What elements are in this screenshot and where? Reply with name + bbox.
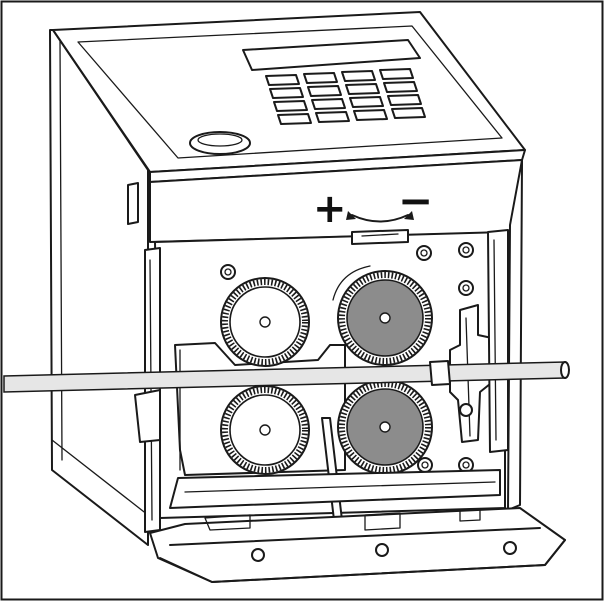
- keypad-key: [311, 98, 346, 110]
- screws: [220, 242, 474, 473]
- drive-roller: [337, 379, 433, 475]
- keypad-key: [345, 83, 380, 95]
- keypad: [265, 68, 426, 125]
- roller-group: [220, 265, 433, 475]
- keypad-key: [379, 68, 414, 80]
- keypad-key: [273, 100, 308, 112]
- keypad-key: [341, 70, 376, 82]
- minus-label: −: [398, 176, 433, 225]
- plus-label: +: [313, 186, 347, 232]
- keypad-key: [353, 109, 388, 121]
- tension-adjuster: + −: [313, 176, 433, 245]
- idle-roller: [220, 277, 310, 367]
- front-tray: [149, 469, 566, 583]
- drive-roller: [337, 270, 433, 366]
- wire: [3, 360, 570, 393]
- keypad-key: [387, 94, 422, 106]
- keypad-key: [303, 72, 338, 84]
- rotation-arc: [332, 265, 371, 301]
- keypad-key: [383, 81, 418, 93]
- keypad-key: [315, 111, 350, 123]
- idle-roller: [220, 385, 310, 475]
- keypad-key: [277, 113, 312, 125]
- keypad-key: [307, 85, 342, 97]
- keypad-key: [269, 87, 304, 99]
- keypad-key: [349, 96, 384, 108]
- keypad-key: [265, 74, 300, 86]
- keypad-key: [391, 107, 426, 119]
